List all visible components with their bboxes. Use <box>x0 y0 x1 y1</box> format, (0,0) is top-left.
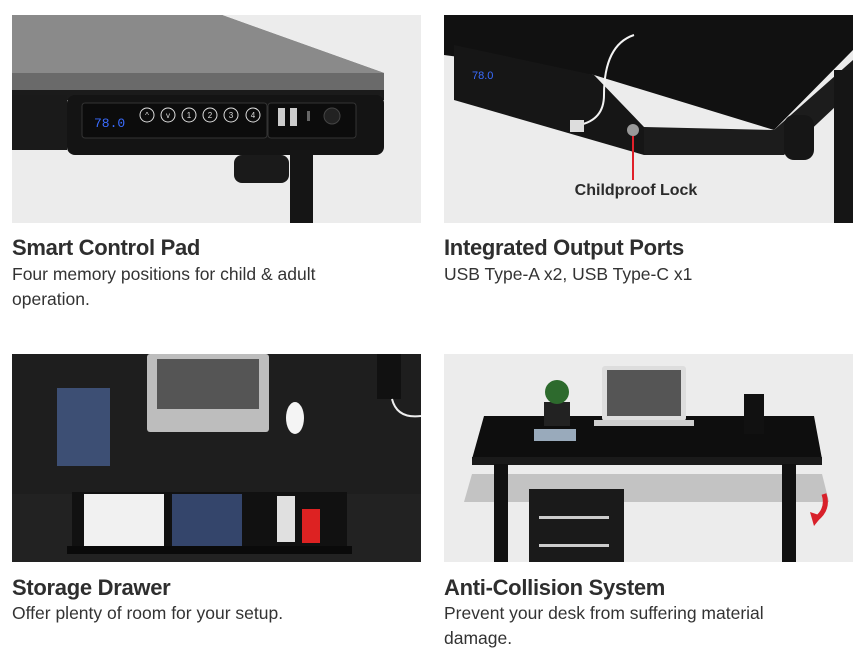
feature-title-anti-collision: Anti-Collision System <box>444 575 666 600</box>
memory-2: 2 <box>208 111 213 120</box>
height-display: 78.0 <box>472 70 493 82</box>
smart-control-pad-image: 78.0 ^ v 1 2 3 4 <box>12 15 421 223</box>
svg-text:^: ^ <box>145 111 149 120</box>
memory-4: 4 <box>251 111 256 120</box>
feature-title-smart-control-pad: Smart Control Pad <box>12 235 201 260</box>
feature-desc-anti-collision: Prevent your desk from suffering materia… <box>444 603 764 648</box>
storage-drawer-image <box>12 354 421 562</box>
height-display: 78.0 <box>94 116 125 131</box>
anti-collision-image <box>444 354 853 562</box>
memory-1: 1 <box>187 111 192 120</box>
feature-title-storage-drawer: Storage Drawer <box>12 575 171 600</box>
feature-desc-storage-drawer: Offer plenty of room for your setup. <box>12 603 284 623</box>
childproof-lock-callout: Childproof Lock <box>575 182 698 199</box>
memory-3: 3 <box>229 111 234 120</box>
svg-text:v: v <box>166 111 170 120</box>
feature-desc-smart-control-pad: Four memory positions for child & adult … <box>12 264 316 309</box>
feature-title-output-ports: Integrated Output Ports <box>444 235 684 260</box>
integrated-output-ports-image: 78.0 Childproof Lock <box>444 15 853 223</box>
feature-desc-output-ports: USB Type-A x2, USB Type-C x1 <box>444 264 693 284</box>
